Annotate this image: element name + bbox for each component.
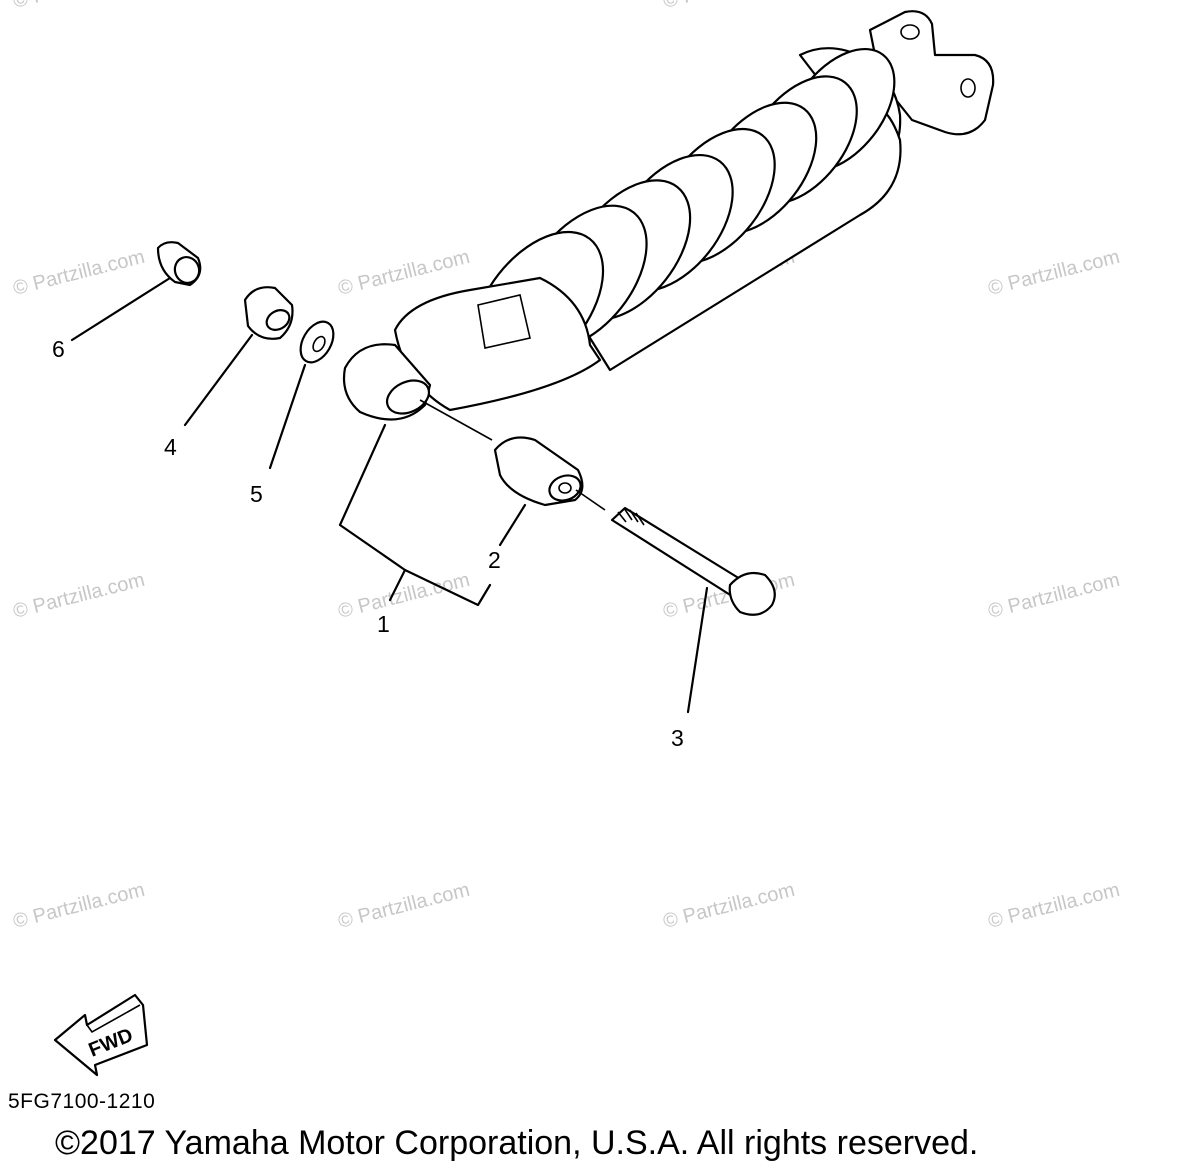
watermark: © Partzilla.com — [11, 569, 147, 623]
watermark: © Partzilla.com — [11, 0, 147, 13]
watermark: © Partzilla.com — [336, 246, 472, 300]
callout-5: 5 — [250, 481, 263, 507]
watermark: © Partzilla.com — [336, 569, 472, 623]
watermark: © Partzilla.com — [986, 246, 1122, 300]
watermark: © Partzilla.com — [11, 246, 147, 300]
callout-3: 3 — [671, 725, 684, 751]
lower-eye-bore — [385, 379, 431, 415]
watermark: © Partzilla.com — [986, 569, 1122, 623]
watermark: © Partzilla.com — [661, 0, 797, 13]
callout-2: 2 — [488, 547, 501, 573]
part-6-spacer — [156, 241, 202, 287]
part-5-washer — [299, 320, 335, 364]
shock-absorber-assembly — [342, 10, 995, 421]
upper-mount-hole — [900, 24, 920, 40]
copyright-notice: ©2017 Yamaha Motor Corporation, U.S.A. A… — [55, 1124, 979, 1162]
callout-1: 1 — [377, 611, 390, 637]
watermark: © Partzilla.com — [986, 879, 1122, 933]
part-4-nut — [243, 286, 294, 340]
assembly-centerline — [419, 399, 493, 441]
watermark: © Partzilla.com — [336, 879, 472, 933]
diagram-code: 5FG7100-1210 — [8, 1090, 156, 1113]
shock-body-detail — [477, 294, 531, 349]
part-2-collar — [493, 436, 584, 507]
part-3-bolt — [610, 506, 776, 616]
watermark: © Partzilla.com — [11, 879, 147, 933]
callout-6: 6 — [52, 336, 65, 362]
leader-lines — [70, 276, 709, 714]
fwd-arrow-icon: FWD — [53, 993, 149, 1077]
callout-4: 4 — [164, 434, 177, 460]
upper-mount-hole-2 — [960, 78, 976, 98]
assembly-centerline-2 — [575, 489, 606, 511]
upper-mount-bracket — [868, 10, 995, 136]
watermark: © Partzilla.com — [661, 879, 797, 933]
